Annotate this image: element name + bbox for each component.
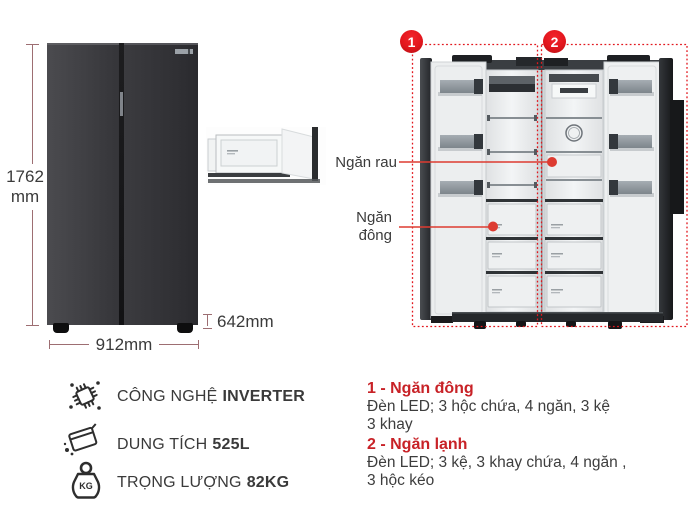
closed-fridge-image bbox=[47, 43, 198, 335]
left-door-bins bbox=[438, 79, 483, 197]
height-dim-bottom-cap bbox=[26, 325, 39, 326]
spec-weight-label: TRỌNG LƯỢNG bbox=[117, 474, 242, 491]
freezer-dotted-outline bbox=[411, 43, 539, 328]
fridge-right-door bbox=[124, 43, 198, 325]
vegetable-pointer-dot bbox=[547, 157, 557, 167]
fridge-top-trim bbox=[549, 74, 599, 82]
open-fridge-figure bbox=[399, 43, 688, 329]
inset-door-edge bbox=[312, 127, 318, 181]
spec-weight-value: 82KG bbox=[246, 474, 290, 491]
freezer-note-heading: 1 - Ngăn đông bbox=[367, 380, 474, 397]
freezer-shelves bbox=[487, 117, 537, 186]
fridge-note-line2: 3 hộc kéo bbox=[367, 471, 435, 489]
right-door-edge bbox=[659, 58, 673, 320]
right-door-bins bbox=[609, 79, 654, 197]
depth-dimension-tick bbox=[203, 314, 212, 329]
spec-capacity-value: 525L bbox=[212, 436, 250, 453]
freezer-shelf-brackets bbox=[487, 115, 537, 188]
fridge-left-door bbox=[47, 43, 119, 325]
fridge-shelves bbox=[546, 117, 602, 181]
freezer-note-line1: Đèn LED; 3 hộc chứa, 4 ngăn, 3 kệ bbox=[367, 398, 611, 415]
height-dimension-label: 1762 mm bbox=[2, 164, 48, 210]
fridge-led-slot bbox=[560, 88, 588, 93]
temperature-dial-ring bbox=[568, 127, 580, 139]
adjacent-drawer-sliver bbox=[207, 138, 217, 172]
height-unit: mm bbox=[10, 187, 40, 206]
fridge-note-heading: 2 - Ngăn lạnh bbox=[367, 436, 468, 453]
vegetable-compartment-label: Ngăn rau bbox=[335, 154, 397, 171]
freezer-compartment-label: Ngăn đông bbox=[356, 209, 392, 244]
fridge-door-gap bbox=[119, 43, 124, 325]
vegetable-drawer bbox=[546, 154, 602, 178]
height-dim-top-cap bbox=[26, 44, 39, 45]
left-door-bottom-bracket bbox=[431, 316, 453, 323]
cabinet-base bbox=[452, 312, 663, 322]
center-hinge-right bbox=[544, 58, 568, 66]
compartment-marker-2: 2 bbox=[543, 30, 566, 53]
width-dimension-label: 912mm bbox=[49, 335, 199, 355]
height-value: 1762 bbox=[6, 167, 44, 186]
kg-badge-text: KG bbox=[79, 481, 93, 491]
inset-drawer-label-line2 bbox=[227, 153, 235, 155]
inset-rail bbox=[208, 173, 290, 177]
center-divider-line bbox=[541, 70, 543, 312]
fridge-drawers bbox=[545, 199, 603, 308]
spec-technology-value: INVERTER bbox=[222, 388, 305, 405]
weight-kettlebell-icon: KG bbox=[71, 461, 101, 499]
spec-capacity-label: DUNG TÍCH bbox=[117, 436, 208, 453]
width-dim-left-cap bbox=[49, 340, 50, 349]
center-hinge-left bbox=[516, 57, 542, 66]
spec-technology-label: CÔNG NGHỆ bbox=[117, 388, 218, 405]
capacity-box-icon bbox=[63, 423, 98, 456]
right-top-hinge bbox=[607, 55, 650, 63]
freezer-vent-front bbox=[489, 84, 535, 92]
brand-logo-strip bbox=[175, 49, 193, 54]
inset-bottom-rail bbox=[208, 179, 320, 183]
fridge-foot-right bbox=[177, 323, 193, 333]
fridge-dotted-outline bbox=[540, 43, 688, 328]
left-door-edge bbox=[420, 58, 432, 320]
compartment-marker-1: 1 bbox=[400, 30, 423, 53]
drawer-closeup-inset bbox=[206, 127, 326, 185]
depth-dimension-label: 642mm bbox=[217, 312, 274, 331]
freezer-drawers bbox=[486, 199, 538, 308]
inverter-circuit-icon bbox=[69, 381, 101, 410]
compartment-notes: 1 - Ngăn đông Đèn LED; 3 hộc chứa, 4 ngă… bbox=[367, 380, 632, 489]
freezer-note-line2: 3 khay bbox=[367, 415, 413, 433]
door-gap-glint bbox=[120, 92, 123, 116]
freezer-pointer-dot bbox=[488, 221, 498, 232]
right-door-handle-edge bbox=[670, 100, 684, 214]
fridge-foot-left bbox=[53, 323, 69, 333]
cabinet-base-highlight bbox=[452, 312, 663, 314]
inset-drawer-label-line bbox=[227, 150, 238, 152]
casters bbox=[474, 321, 622, 329]
left-top-hinge bbox=[452, 55, 492, 63]
fridge-note-line1: Đèn LED; 3 kệ, 3 khay chứa, 4 ngăn , bbox=[367, 454, 627, 471]
width-dim-right-cap bbox=[198, 340, 199, 349]
